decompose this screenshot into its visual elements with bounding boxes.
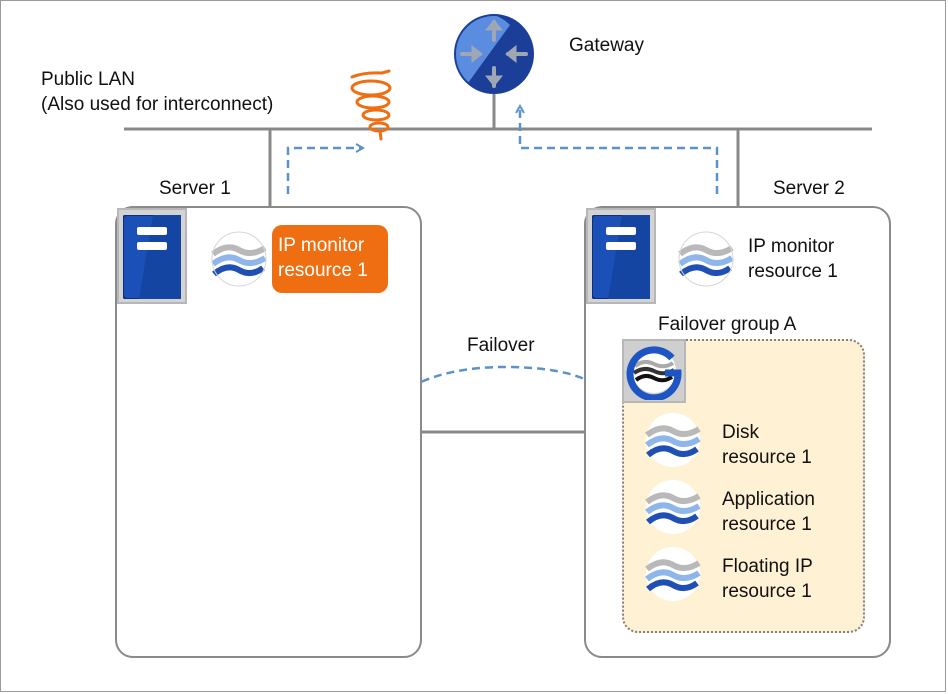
server2-ip-monitor-label: IP monitor resource 1: [748, 234, 838, 284]
floating-ip-resource-line2: resource 1: [722, 581, 812, 602]
application-resource-icon: [645, 480, 701, 534]
floating-ip-resource-line1: Floating IP: [722, 556, 813, 577]
server1-box: IP monitor resource 1: [115, 206, 422, 658]
failover-group-box: Disk resource 1 Application resource 1 F…: [622, 339, 865, 633]
gateway-label: Gateway: [569, 35, 644, 56]
server2-ip-monitor-line1: IP monitor: [748, 236, 835, 257]
monitor-ping-arrow-server2: [520, 106, 719, 194]
failover-group-icon: [626, 346, 682, 400]
application-resource-label: Application resource 1: [722, 487, 815, 537]
server1-ip-monitor-line1: IP monitor: [278, 235, 365, 256]
public-lan-name: Public LAN: [41, 69, 135, 90]
server1-label: Server 1: [159, 178, 231, 199]
server2-box: IP monitor resource 1 Failover group A D…: [584, 206, 891, 658]
server2-ip-monitor-line2: resource 1: [748, 261, 838, 282]
disk-resource-label: Disk resource 1: [722, 420, 812, 470]
server2-label: Server 2: [773, 178, 845, 199]
application-resource-line2: resource 1: [722, 514, 812, 535]
group-label: Failover group A: [658, 314, 797, 335]
floating-ip-resource-icon: [645, 547, 701, 601]
application-resource-line1: Application: [722, 489, 815, 510]
group-icon-frame: [622, 339, 686, 403]
server-icon: [123, 215, 181, 299]
server-icon: [592, 215, 650, 299]
server2-icon: [586, 208, 656, 304]
ip-monitor-icon: [211, 231, 267, 287]
ip-monitor-icon: [678, 231, 734, 287]
server1-icon: [117, 208, 187, 304]
public-lan-label: Public LAN (Also used for interconnect): [41, 67, 273, 117]
server1-ip-monitor-line2: resource 1: [278, 260, 368, 281]
failover-arrow: [398, 365, 605, 396]
server1-ip-monitor-badge: IP monitor resource 1: [272, 225, 388, 293]
disk-resource-icon: [645, 413, 701, 467]
router-icon: [454, 14, 534, 94]
public-lan-note: (Also used for interconnect): [41, 94, 274, 115]
failover-label: Failover: [467, 335, 535, 356]
disk-resource-line1: Disk: [722, 422, 759, 443]
monitor-ping-arrow-server1: [286, 148, 363, 194]
floating-ip-resource-label: Floating IP resource 1: [722, 554, 813, 604]
network-failure-icon: [350, 69, 392, 141]
disk-resource-line2: resource 1: [722, 447, 812, 468]
